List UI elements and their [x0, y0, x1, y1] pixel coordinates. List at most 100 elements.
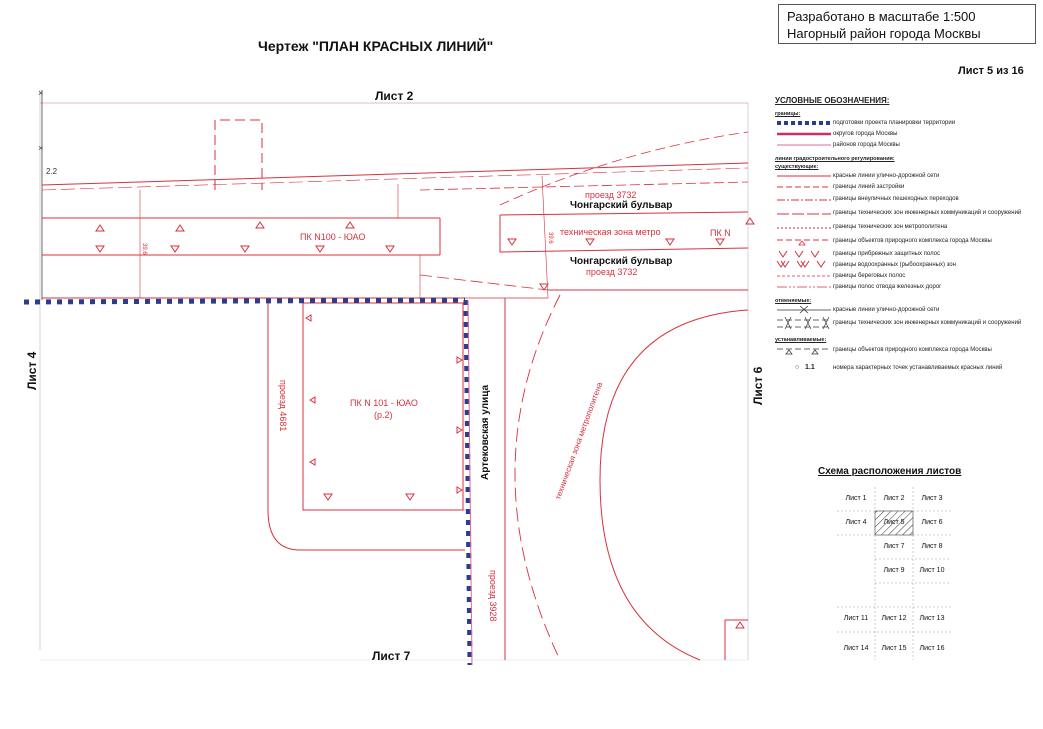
scheme-cell: Лист 16 [919, 645, 945, 652]
metro-curve-solid [599, 309, 749, 661]
label-metro-vertical: техническая зона метрополитена [553, 381, 604, 501]
metro-curve-dashed [514, 294, 561, 661]
legend-row: границы технических зон инженерных комму… [775, 206, 1030, 220]
label-chongarsky-bottom: Чонгарский бульвар [570, 255, 672, 267]
legend-row: границы технических зон метрополитена [775, 220, 1030, 234]
district-boundary-vertical [463, 299, 473, 666]
neighbor-left: Лист 4 [25, 351, 39, 390]
label-proezd-3928: проезд 3928 [488, 570, 498, 621]
legend-row: границы прибрежных защитных полос [775, 248, 1030, 259]
label-pk-n: ПК N [710, 228, 731, 238]
legend-symbol-pink-thick [775, 129, 833, 138]
legend-symbol-red-dotted [775, 223, 833, 232]
label-proezd-bottom: проезд 3732 [586, 267, 637, 277]
legend-section-lines: линии градостроительного регулирования: [775, 156, 895, 162]
dim-label-1: 39.6 [141, 243, 147, 255]
scheme-title: Схема расположения листов [818, 466, 962, 477]
label-proezd-top: проезд 3732 [585, 190, 636, 200]
legend-section-established: устанавливаемые: [775, 337, 827, 343]
scheme-cell: Лист 1 [845, 495, 867, 502]
label-pk101: ПК N 101 - ЮАО [350, 398, 418, 408]
legend-text: границы технических зон метрополитена [833, 224, 948, 230]
legend-symbol-red-dash-dot [775, 195, 833, 204]
label-tech-zone: техническая зона метро [560, 227, 661, 237]
legend-section-existing: существующие: [775, 164, 819, 170]
scheme-grid [837, 487, 951, 660]
legend-text: границы водоохранных (рыбоохранных) зон [833, 261, 956, 268]
legend-row: ○ 1.1 номера характерных точек устанавли… [775, 360, 1030, 376]
scheme-cell: Лист 9 [883, 567, 905, 574]
stamp-district-text: Нагорный район города Москвы [787, 26, 981, 41]
scheme-cell: Лист 10 [919, 567, 945, 574]
legend-text: границы внеуличных пешеходных переходов [833, 196, 959, 202]
legend-section-bounds: границы: [775, 111, 801, 117]
scheme-cell: Лист 2 [883, 495, 905, 502]
red-line-1 [41, 162, 749, 186]
legend-text: округов города Москвы [833, 130, 898, 137]
legend-row: границы линий застройки [775, 181, 1030, 192]
cross-mark-mid: × [38, 143, 43, 153]
dim-22: 2.2 [46, 167, 58, 176]
dim-line-4 [541, 175, 549, 299]
dashed-building-outline [214, 119, 263, 190]
legend-symbol-point: ○ 1.1 [775, 364, 833, 373]
red-line-11 [419, 274, 549, 291]
sheet-number: Лист 5 из 16 [958, 65, 1024, 77]
legend-text: красные линии улично-дорожной сети [833, 172, 940, 179]
legend-text: границы технических зон инженерных комму… [833, 320, 1022, 326]
legend-symbol-red-rail [775, 282, 833, 291]
neighbor-bottom: Лист 7 [372, 649, 411, 663]
legend-symbol-red-triangles [775, 237, 833, 246]
red-line-3 [419, 181, 749, 191]
dim-label-4: 39.6 [547, 232, 553, 244]
legend-row: границы технических зон инженерных комму… [775, 315, 1030, 331]
red-line-7 [499, 211, 749, 216]
cross-mark-top: × [38, 88, 43, 98]
legend-symbol-red-long-dash [775, 209, 833, 218]
dashed-curve-top [499, 131, 749, 206]
legend-text: границы береговых полос [833, 272, 906, 279]
red-triangles [95, 217, 755, 629]
scheme-cell: Лист 11 [843, 615, 869, 622]
point-number: 1.1 [805, 363, 815, 371]
legend-text: границы полос отвода железных дорог [833, 283, 942, 290]
legend-row: районов города Москвы [775, 139, 1030, 150]
legend-text: районов города Москвы [833, 141, 900, 148]
label-chongarsky-top: Чонгарский бульвар [570, 199, 672, 211]
scheme-cell: Лист 12 [881, 615, 907, 622]
red-line-2 [41, 167, 749, 191]
label-proezd-4681: проезд 4681 [278, 380, 288, 431]
legend-row: красные линии улично-дорожной сети [775, 304, 1030, 315]
legend-row: границы водоохранных (рыбоохранных) зон [775, 259, 1030, 270]
legend-title: УСЛОВНЫЕ ОБОЗНАЧЕНИЯ: [775, 96, 890, 105]
legend-symbol-red-solid [775, 171, 833, 180]
legend-text: номера характерных точек устанавливаемых… [833, 365, 1003, 371]
legend-row: красные линии улично-дорожной сети [775, 170, 1030, 181]
scheme-cell: Лист 14 [843, 645, 869, 652]
legend-row: округов города Москвы [775, 128, 1030, 139]
scheme-cell: Лист 15 [881, 645, 907, 652]
red-line-8 [499, 247, 749, 253]
legend-row: границы полос отвода железных дорог [775, 281, 1030, 292]
legend-row: границы береговых полос [775, 270, 1030, 281]
legend-row: границы объектов природного комплекса го… [775, 343, 1030, 357]
scheme-cell: Лист 8 [921, 543, 943, 550]
legend-symbol-red-fine-dash [775, 271, 833, 280]
legend-symbol-black-crosses [775, 316, 833, 330]
legend-symbol-black-triangles [775, 346, 833, 355]
legend-symbol-red-dashed [775, 182, 833, 191]
district-boundary-horizontal [23, 297, 466, 305]
point-circle-icon: ○ [795, 363, 800, 371]
sheet-layout-scheme: Лист 1 Лист 2 Лист 3 Лист 4 Лист 5 Лист … [837, 487, 1012, 660]
label-artekovskaya: Артековская улица [480, 385, 491, 480]
neighbor-right: Лист 6 [751, 366, 765, 405]
legend-symbol-red-chevrons [775, 249, 833, 258]
legend-section-cancelled: отменяемые: [775, 298, 812, 304]
legend-symbol-pink-thin [775, 140, 833, 149]
legend-text: красные линии улично-дорожной сети [833, 306, 940, 313]
scheme-cell: Лист 4 [845, 519, 867, 526]
legend-text: границы объектов природного комплекса го… [833, 238, 992, 244]
scale-stamp: Разработано в масштабе 1:500 Нагорный ра… [778, 4, 1036, 44]
legend-symbol-red-double-chevrons [775, 260, 833, 269]
scheme-cell: Лист 3 [921, 495, 943, 502]
